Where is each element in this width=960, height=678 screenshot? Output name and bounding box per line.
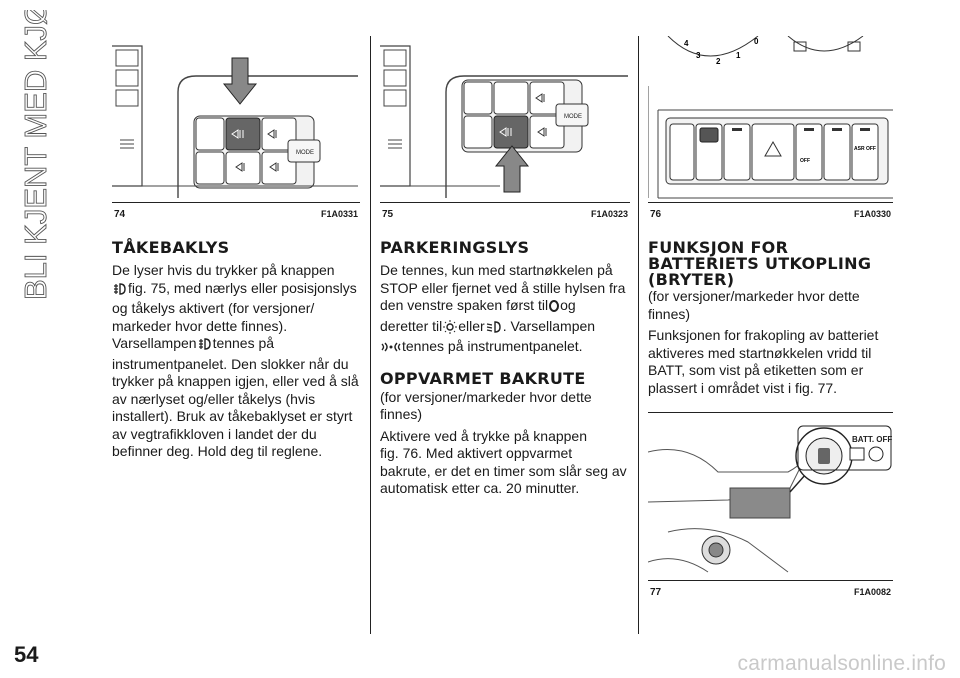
section-parking-lights: PARKERINGSLYS De tennes, kun med startnø… xyxy=(380,240,632,498)
batt-off-label: BATT. OFF xyxy=(852,435,892,444)
text-line: . Varsellampen xyxy=(502,317,596,334)
heading-line: FUNKSJON FOR xyxy=(648,238,789,257)
text-line: De lyser hvis du trykker på knappen xyxy=(112,262,335,278)
paragraph-fog-light: De lyser hvis du trykker på knappen fig.… xyxy=(112,262,362,461)
figure-77-caption-rule xyxy=(648,580,893,581)
paragraph-battery-note: (for versjoner/markeder hvor dette finne… xyxy=(648,288,898,323)
text-line: Funksjonen for frakopling av batteriet xyxy=(648,327,879,343)
figure-74-number: 74 xyxy=(114,209,126,220)
figure-76-illustration: 4 3 2 1 0 ASR OFF OFF xyxy=(648,36,893,202)
text-line: (for versjoner/markeder hvor dette xyxy=(648,288,860,304)
text-line: finnes) xyxy=(380,406,423,422)
gauge-digit-1: 1 xyxy=(736,51,741,60)
figure-75-caption-rule xyxy=(380,202,630,203)
side-section-title: BLI KJENT MED KJØRETØYET xyxy=(6,0,58,310)
text-line: STOP eller fjernet ved å stille hylsen f… xyxy=(380,279,626,296)
off-position-icon xyxy=(548,299,560,318)
text-line: deretter til xyxy=(380,317,443,334)
paragraph-battery-cutoff: Funksjonen for frakopling av batteriet a… xyxy=(648,327,898,397)
text-line: BATT, som vist på etiketten som er xyxy=(648,362,864,378)
asr-off-label: ASR OFF xyxy=(854,146,876,152)
figure-77-top-rule xyxy=(648,412,893,413)
figure-74-caption-rule xyxy=(112,202,360,203)
figure-77-illustration: BATT. OFF xyxy=(648,413,893,580)
text-line: Varsellampen xyxy=(112,335,197,351)
text-line: tennes på xyxy=(212,335,275,351)
text-line: finnes) xyxy=(648,305,691,322)
figure-75-code: F1A0323 xyxy=(590,209,628,219)
text-line: befinner deg. Hold deg til reglene. xyxy=(112,443,323,459)
text-line: De tennes, kun med startnøkkelen på xyxy=(380,262,613,278)
text-line: instrumentpanelet. Den slokker når du xyxy=(112,355,349,372)
watermark: carmanualsonline.info xyxy=(737,652,946,675)
figure-77-number: 77 xyxy=(650,587,662,598)
text-line: plassert i området vist i fig. 77. xyxy=(648,379,838,396)
heading-line: BATTERIETS UTKOPLING xyxy=(648,254,872,273)
text-line: fig. 76. Med aktivert oppvarmet xyxy=(380,445,573,461)
text-line: (for versjoner/markeder hvor dette xyxy=(380,388,592,405)
heading-heated-rear-window: OPPVARMET BAKRUTE xyxy=(380,368,586,388)
parking-light-icon xyxy=(442,319,458,339)
rear-fog-warning-icon xyxy=(197,337,213,356)
side-lights-warning-icon xyxy=(380,340,402,359)
text-line: tennes på instrumentpanelet. xyxy=(402,338,583,354)
gauge-digit-3: 3 xyxy=(696,51,701,60)
figure-77-code: F1A0082 xyxy=(853,587,891,597)
figure-75-number: 75 xyxy=(382,209,394,220)
paragraph-heated-note: (for versjoner/markeder hvor dette finne… xyxy=(380,389,632,424)
text-line: aktiveres med startnøkkelen vridd til xyxy=(648,344,872,361)
figure-76-number: 76 xyxy=(650,209,662,220)
text-line: automatisk etter ca. 20 minutter. xyxy=(380,480,580,496)
text-line: markeder hvor dette finnes). xyxy=(112,317,288,334)
switch-row xyxy=(669,123,879,181)
text-line: Aktivere ved å trykke på knappen xyxy=(380,427,588,444)
paragraph-parking-lights: De tennes, kun med startnøkkelen på STOP… xyxy=(380,262,632,359)
text-line: trykker på knappen igjen, eller ved å sl… xyxy=(112,373,359,389)
text-line: av vegtrafikkloven i landet der du xyxy=(112,425,317,442)
heading-fog-light: TÅKEBAKLYS xyxy=(112,238,230,257)
figure-76: 4 3 2 1 0 ASR OFF OFF 76 F1A0330 xyxy=(648,36,893,226)
figure-77: BATT. OFF 77 F1A0082 xyxy=(648,412,893,607)
text-line: den venstre spaken først til xyxy=(380,297,549,313)
text-line: installert). Bruk av tåkebaklyset er sty… xyxy=(112,408,353,424)
text-line: og xyxy=(560,297,576,313)
figure-75: MODE 75 F1A0323 xyxy=(380,36,630,226)
section-battery-cutoff: FUNKSJON FOR BATTERIETS UTKOPLING (BRYTE… xyxy=(648,240,898,397)
heading-line: (BRYTER) xyxy=(648,270,735,289)
text-line: eller xyxy=(458,317,485,334)
paragraph-heated-rear-window: Aktivere ved å trykke på knappen fig. 76… xyxy=(380,428,632,498)
column-divider xyxy=(370,36,371,634)
figure-74-code: F1A0331 xyxy=(320,209,358,219)
heading-battery-cutoff: FUNKSJON FOR BATTERIETS UTKOPLING (BRYTE… xyxy=(648,240,898,288)
page-number: 54 xyxy=(14,642,39,667)
gauge-digit-4: 4 xyxy=(684,39,689,48)
text-line: fig. 75, med nærlys eller posisjonslys xyxy=(128,279,357,296)
text-line: av nærlyset og/eller tåkelys (hvis xyxy=(112,390,316,407)
side-title-text: BLI KJENT MED KJØRETØYET xyxy=(18,10,53,300)
figure-75-illustration: MODE xyxy=(380,36,630,202)
gauge-digit-0: 0 xyxy=(754,37,759,46)
off-label: OFF xyxy=(800,158,810,164)
figure-76-code: F1A0330 xyxy=(853,209,891,219)
column-divider xyxy=(638,36,639,634)
section-fog-light: TÅKEBAKLYS De lyser hvis du trykker på k… xyxy=(112,240,362,461)
rear-fog-light-icon xyxy=(112,282,128,301)
gauge-digit-2: 2 xyxy=(716,57,721,66)
low-beam-icon xyxy=(485,320,503,339)
figure-74-illustration: MODE xyxy=(112,36,360,202)
text-line: og tåkelys aktivert (for versjoner/ xyxy=(112,300,315,316)
figure-75-mode-label: MODE xyxy=(564,114,582,120)
figure-74-mode-label: MODE xyxy=(296,150,314,156)
figure-76-caption-rule xyxy=(648,202,893,203)
heading-parking-lights: PARKERINGSLYS xyxy=(380,238,530,257)
text-line: bakrute, er det en timer som slår seg av xyxy=(380,462,627,479)
figure-74: MODE 74 F1A0331 xyxy=(112,36,360,226)
